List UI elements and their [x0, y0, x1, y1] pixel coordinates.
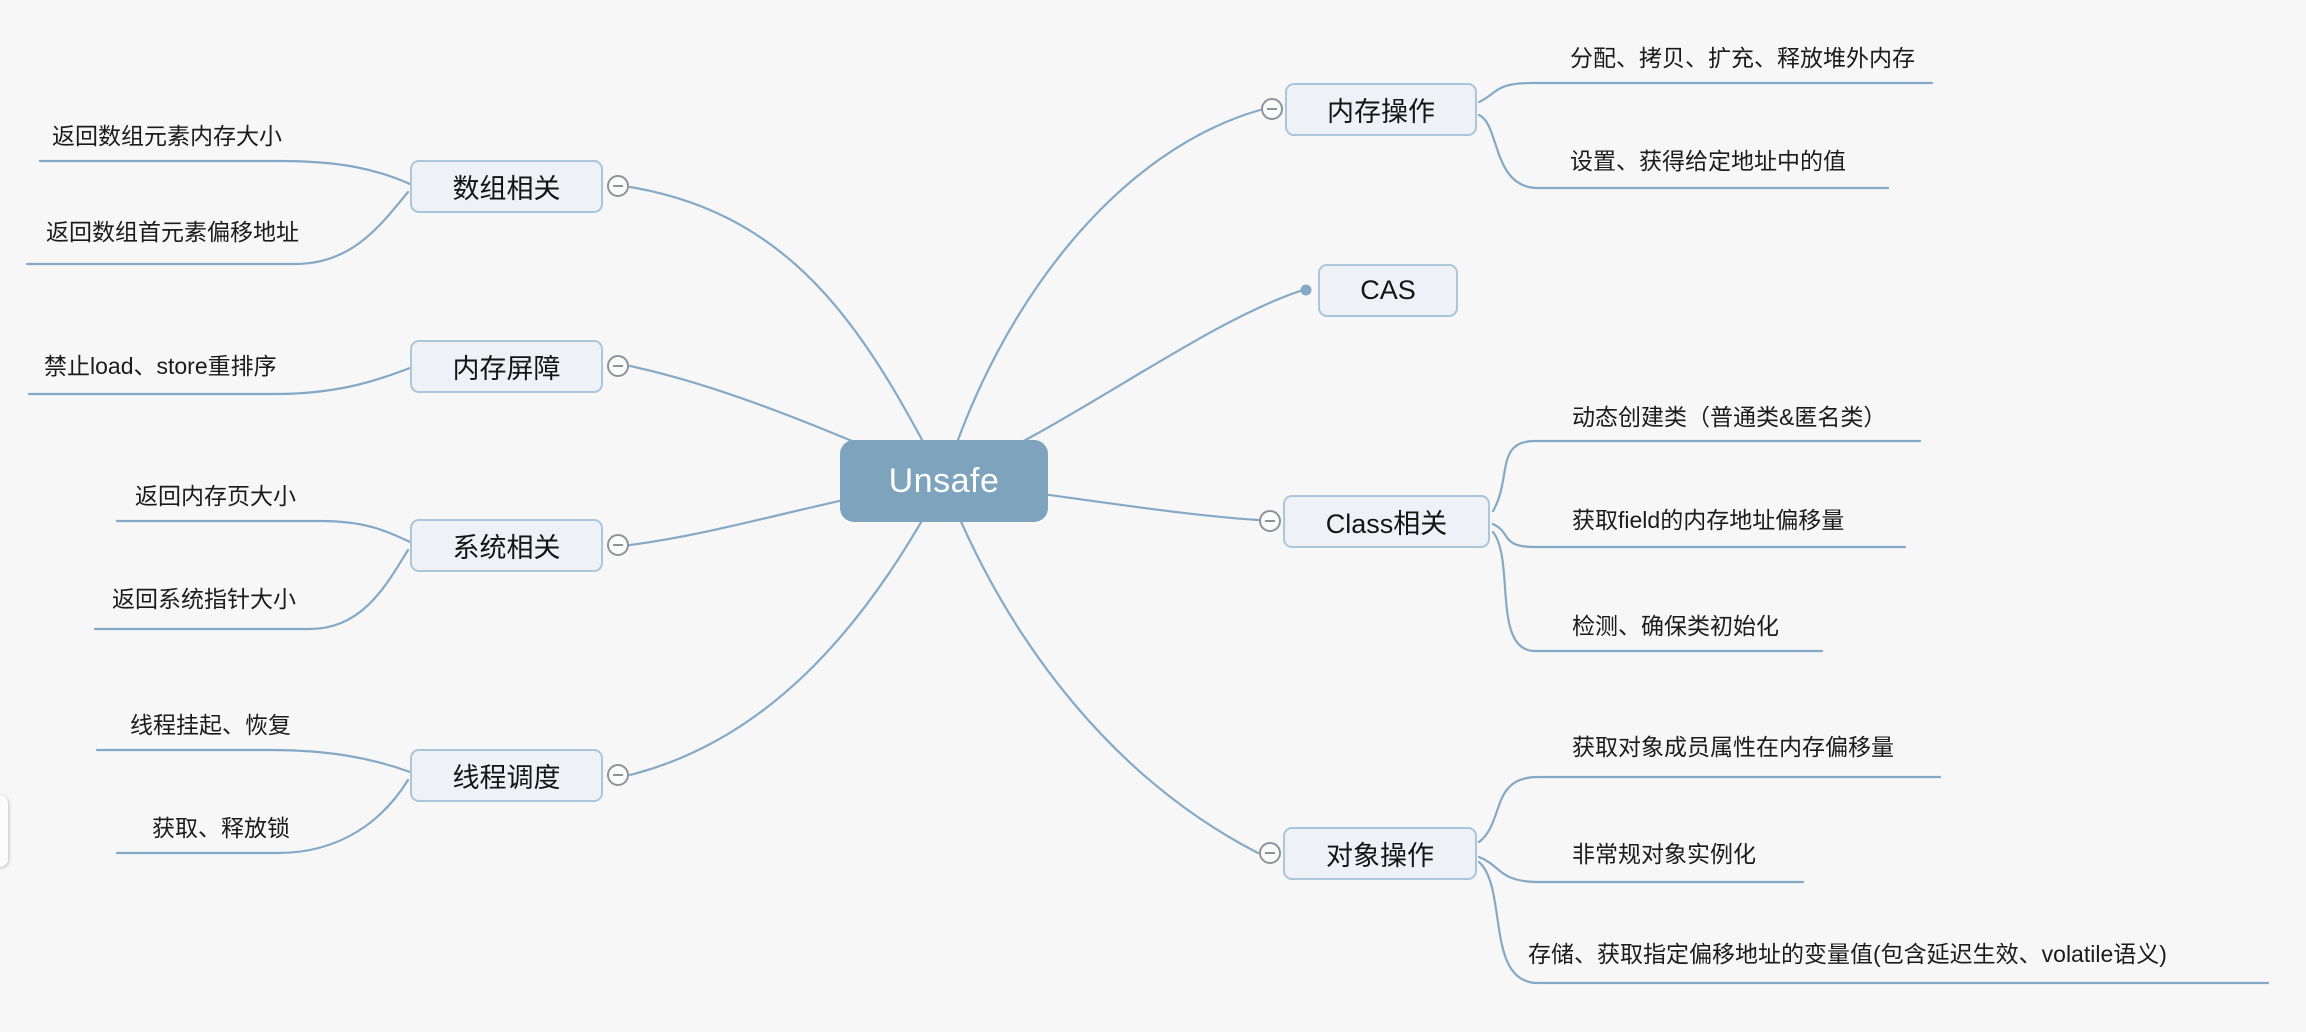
connector-leaf-object-1 [1477, 775, 1942, 844]
collapse-toggle-memory-ops[interactable] [1261, 98, 1283, 120]
branch-array[interactable]: 数组相关 [410, 160, 603, 213]
connector-leaf-memops-1 [1477, 81, 1934, 104]
connector-leaf-class-3 [1491, 530, 1824, 653]
branch-memory-ops[interactable]: 内存操作 [1285, 83, 1477, 136]
minus-icon [1265, 520, 1275, 522]
leaf-put-get-volatile[interactable]: 存储、获取指定偏移地址的变量值(包含延迟生效、volatile语义) [1528, 941, 2167, 967]
collapse-toggle-array[interactable] [607, 175, 629, 197]
clipped-node-sliver [0, 795, 8, 867]
minus-icon [1267, 108, 1277, 110]
branch-thread-scheduling[interactable]: 线程调度 [410, 749, 603, 802]
branch-class[interactable]: Class相关 [1283, 495, 1490, 548]
collapse-toggle-memory-barrier[interactable] [607, 355, 629, 377]
connector-leaf-thread-2 [115, 778, 410, 855]
minus-icon [613, 544, 623, 546]
connector-thread-scheduling [628, 479, 946, 777]
leaf-forbid-reorder[interactable]: 禁止load、store重排序 [44, 353, 277, 379]
connector-leaf-object-3 [1477, 860, 2270, 985]
cas-anchor-dot-icon [1300, 284, 1312, 296]
leaf-define-class[interactable]: 动态创建类（普通类&匿名类） [1572, 404, 1887, 430]
leaf-array-base-offset[interactable]: 返回数组首元素偏移地址 [46, 219, 299, 245]
branch-cas[interactable]: CAS [1318, 264, 1458, 317]
leaf-pointer-size[interactable]: 返回系统指针大小 [112, 586, 296, 612]
minus-icon [613, 185, 623, 187]
connector-leaf-system-1 [115, 519, 412, 544]
leaf-array-element-size[interactable]: 返回数组元素内存大小 [52, 123, 282, 149]
root-node-unsafe[interactable]: Unsafe [840, 440, 1048, 522]
collapse-toggle-class[interactable] [1259, 510, 1281, 532]
leaf-offheap-memory[interactable]: 分配、拷贝、扩充、释放堆外内存 [1570, 45, 1915, 71]
collapse-toggle-system[interactable] [607, 534, 629, 556]
connector-leaf-thread-1 [95, 748, 412, 774]
connector-leaf-barrier-1 [27, 366, 412, 396]
connector-leaf-system-2 [93, 548, 410, 631]
connector-leaf-class-2 [1491, 522, 1907, 549]
connector-memory-ops [942, 108, 1262, 483]
connector-leaf-memops-2 [1477, 113, 1890, 190]
connector-leaf-class-1 [1491, 439, 1922, 513]
connector-leaf-array-1 [38, 159, 412, 186]
connector-array [628, 185, 946, 483]
connector-leaf-object-2 [1477, 855, 1805, 884]
leaf-allocate-instance[interactable]: 非常规对象实例化 [1572, 841, 1756, 867]
collapse-toggle-object-ops[interactable] [1259, 842, 1281, 864]
leaf-object-field-offset[interactable]: 获取对象成员属性在内存偏移量 [1572, 734, 1894, 760]
leaf-monitor-lock[interactable]: 获取、释放锁 [152, 815, 290, 841]
leaf-field-offset[interactable]: 获取field的内存地址偏移量 [1572, 507, 1845, 533]
minus-icon [613, 365, 623, 367]
branch-memory-barrier[interactable]: 内存屏障 [410, 340, 603, 393]
branch-object-ops[interactable]: 对象操作 [1283, 827, 1477, 880]
leaf-address-value[interactable]: 设置、获得给定地址中的值 [1570, 148, 1846, 174]
leaf-ensure-class-init[interactable]: 检测、确保类初始化 [1572, 613, 1779, 639]
connector-object-ops [942, 479, 1260, 855]
leaf-page-size[interactable]: 返回内存页大小 [135, 483, 296, 509]
branch-system[interactable]: 系统相关 [410, 519, 603, 572]
minus-icon [613, 774, 623, 776]
leaf-park-unpark[interactable]: 线程挂起、恢复 [130, 712, 291, 738]
connector-leaf-array-2 [25, 190, 410, 266]
collapse-toggle-thread-scheduling[interactable] [607, 764, 629, 786]
minus-icon [1265, 852, 1275, 854]
